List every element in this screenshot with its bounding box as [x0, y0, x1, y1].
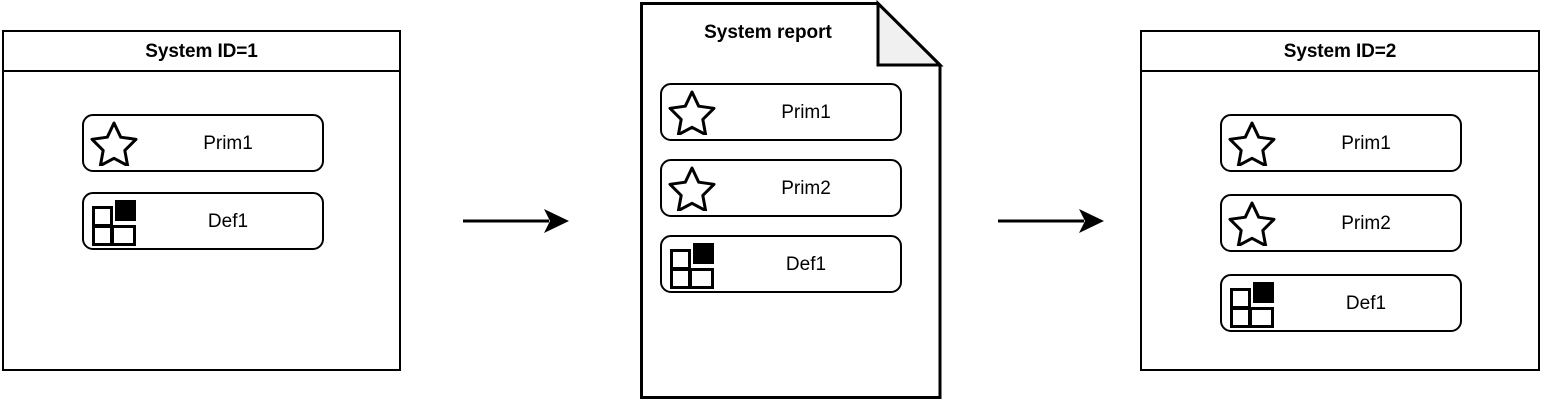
system-box-2[interactable]: System ID=2 Prim1 Prim2	[1140, 30, 1540, 371]
list-item[interactable]: Prim1	[1220, 114, 1462, 172]
list-item-label: Prim1	[203, 132, 253, 154]
list-item[interactable]: Prim2	[1220, 194, 1462, 252]
list-item[interactable]: Def1	[1220, 274, 1462, 332]
star-icon	[1222, 114, 1282, 172]
system-box-1-title: System ID=1	[145, 40, 258, 62]
system-box-1-body: Prim1 Def1	[4, 72, 399, 369]
grid-block-icon-glyph	[92, 200, 136, 246]
list-item[interactable]: Def1	[660, 235, 902, 293]
grid-block-icon	[662, 235, 722, 293]
system-box-2-header: System ID=2	[1142, 32, 1538, 72]
list-item-label: Prim2	[1341, 212, 1391, 234]
grid-block-icon	[84, 192, 144, 250]
list-item[interactable]: Prim2	[660, 159, 902, 217]
arrow-right-icon	[460, 198, 575, 244]
star-icon	[84, 114, 144, 172]
system-box-2-title: System ID=2	[1283, 40, 1397, 62]
system-box-1-header: System ID=1	[4, 32, 399, 72]
arrow-right-icon	[995, 198, 1110, 244]
star-icon	[662, 159, 722, 217]
star-icon	[662, 83, 722, 141]
list-item[interactable]: Prim1	[660, 83, 902, 141]
grid-block-icon	[1222, 274, 1282, 332]
list-item-label: Def1	[785, 253, 827, 275]
list-item-label: Prim2	[781, 177, 831, 199]
list-item-label: Def1	[207, 210, 249, 232]
document-system-report[interactable]: System report Prim1 Prim2	[638, 0, 944, 402]
document-title: System report	[704, 22, 832, 43]
star-icon	[1222, 194, 1282, 252]
system-box-2-body: Prim1 Prim2	[1142, 72, 1538, 369]
list-item-label: Def1	[1345, 292, 1387, 314]
list-item-label: Prim1	[781, 101, 831, 123]
list-item-label: Prim1	[1341, 132, 1391, 154]
list-item[interactable]: Def1	[82, 192, 324, 250]
grid-block-icon-glyph	[670, 243, 714, 289]
system-box-1[interactable]: System ID=1 Prim1	[2, 30, 401, 371]
grid-block-icon-glyph	[1230, 282, 1274, 328]
list-item[interactable]: Prim1	[82, 114, 324, 172]
